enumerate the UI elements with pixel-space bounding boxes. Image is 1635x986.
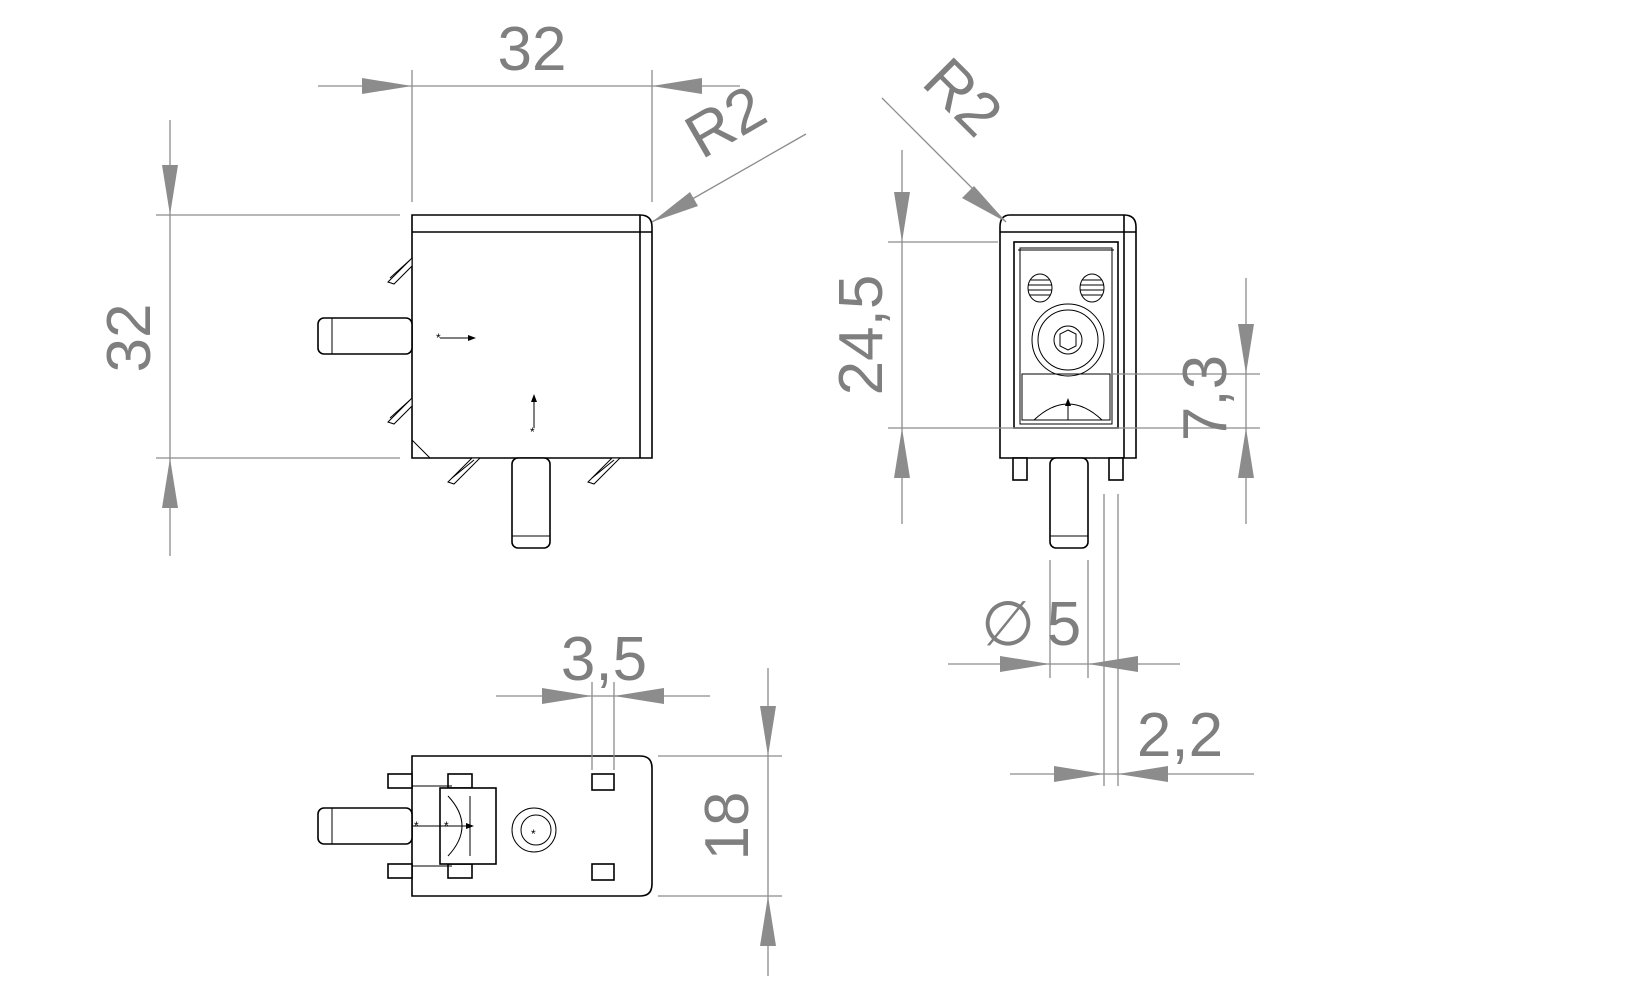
side-view <box>999 214 1137 549</box>
shaft-diameter-dimension: ∅ 5 <box>948 560 1180 678</box>
top-offset-label: 3,5 <box>561 625 647 694</box>
pin-width-dimension: 2,2 <box>1010 494 1254 786</box>
front-radius-dimension: R2 <box>651 73 807 223</box>
side-offset-label: 7,3 <box>1171 355 1240 441</box>
front-height-dimension: 32 <box>95 120 400 556</box>
top-height-dimension: 18 <box>658 668 782 976</box>
side-height-label: 24,5 <box>827 275 896 396</box>
top-view: * * * <box>317 755 653 897</box>
pin-width-label: 2,2 <box>1137 701 1223 770</box>
top-height-label: 18 <box>693 792 762 861</box>
diameter-symbol: ∅ <box>981 590 1035 659</box>
clip-tab <box>387 256 413 285</box>
side-radius-label: R2 <box>910 45 1015 150</box>
clip-tab <box>447 457 482 485</box>
clip-tab <box>387 396 413 425</box>
svg-text:*: * <box>436 331 441 345</box>
top-offset-dimension: 3,5 <box>496 625 710 770</box>
clip-tab <box>587 457 622 485</box>
front-width-label: 32 <box>498 15 567 84</box>
svg-text:*: * <box>530 425 535 439</box>
vent-slot <box>1027 273 1053 303</box>
svg-text:*: * <box>414 819 419 833</box>
vent-slot <box>1079 273 1105 303</box>
front-width-dimension: 32 <box>318 15 740 202</box>
front-height-label: 32 <box>95 304 164 373</box>
svg-text:*: * <box>531 827 536 841</box>
svg-text:*: * <box>444 819 449 833</box>
side-offset-dimension: 7,3 <box>1112 278 1260 524</box>
side-height-dimension: 24,5 <box>827 150 1136 524</box>
shaft-diameter-label: 5 <box>1047 590 1081 659</box>
front-view: * * <box>317 214 653 549</box>
